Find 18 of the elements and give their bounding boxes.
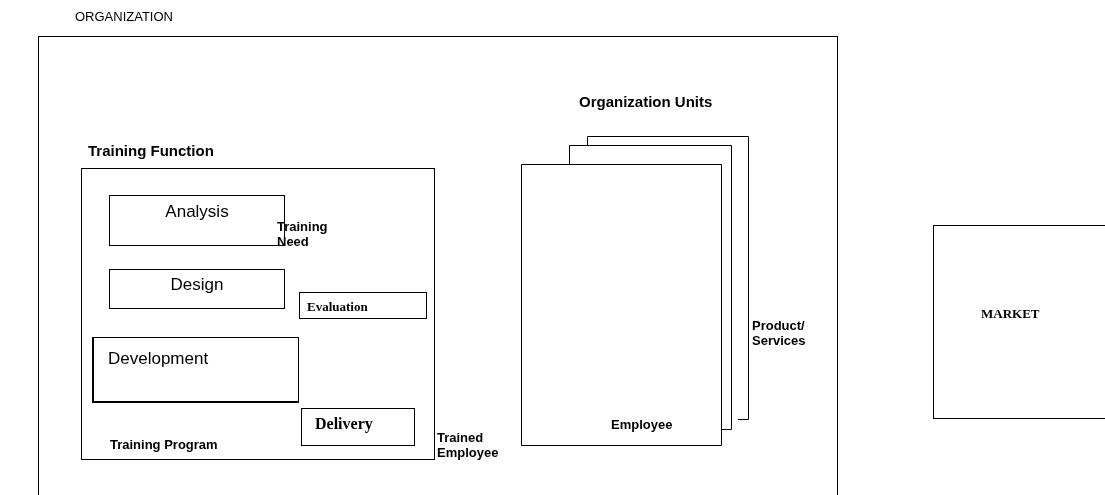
- box-label: Development: [108, 349, 209, 369]
- box-caption: Training Program: [110, 437, 218, 452]
- market-box: [933, 225, 1105, 419]
- flow-label: Product/ Services: [752, 318, 807, 348]
- frame-title: ORGANIZATION: [75, 9, 173, 24]
- box-label: Evaluation: [307, 299, 368, 315]
- stack-title: Organization Units: [579, 93, 713, 110]
- box-title: Training Function: [88, 142, 214, 159]
- process-box: [92, 337, 299, 403]
- box-label: Delivery: [315, 415, 373, 433]
- flow-label: Trained Employee: [437, 430, 500, 460]
- stack-label: Employee: [611, 417, 673, 432]
- box-label: MARKET: [981, 306, 1040, 322]
- process-box: [109, 269, 285, 309]
- process-box: [299, 292, 427, 319]
- box-label: Design: [169, 275, 225, 295]
- process-box: [301, 408, 415, 446]
- box-label: Analysis: [164, 202, 230, 222]
